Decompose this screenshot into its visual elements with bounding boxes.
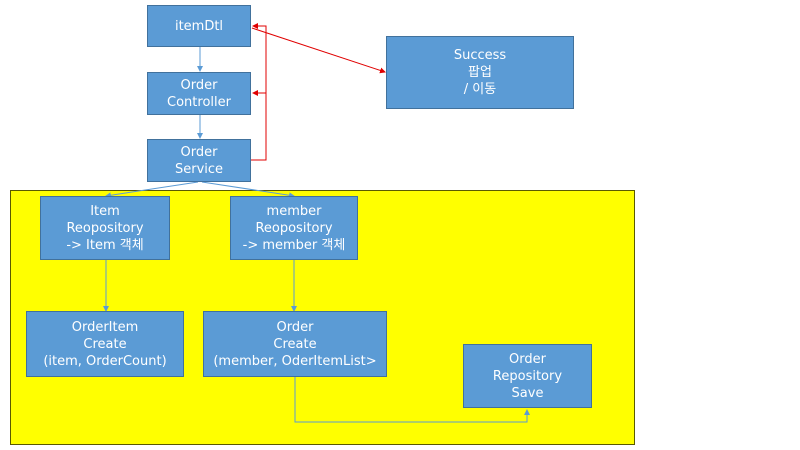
node-itemdtl: itemDtl (147, 5, 251, 47)
node-order-service-line-2: Service (174, 161, 224, 177)
node-member-repository-line-3: -> member 객체 (242, 237, 346, 253)
node-success-line-3: / 이동 (463, 82, 497, 97)
node-orderitem-create-line-1: OrderItem (71, 319, 139, 335)
node-order-repository-save-line-1: Order (509, 351, 546, 367)
node-item-repository: Item Reopository -> Item 객체 (40, 196, 170, 260)
node-order-service: Order Service (147, 139, 251, 182)
node-order-controller-line-1: Order (180, 77, 218, 93)
node-member-repository-line-2: Reopository (255, 220, 333, 236)
arrow-itemdtl-to-success (251, 27, 386, 74)
node-member-repository: member Reopository -> member 객체 (230, 196, 358, 260)
node-success-popup: Success 팝업 / 이동 (386, 36, 574, 109)
node-order-service-line-1: Order (180, 144, 218, 160)
node-item-repository-line-1: Item (90, 203, 120, 219)
node-order-repository-save-line-2: Repository (492, 368, 563, 384)
arrow-service-to-item-repository (105, 181, 199, 199)
node-success-line-2: 팝업 (468, 65, 492, 80)
node-itemdtl-line-1: itemDtl (174, 18, 224, 34)
node-order-create-line-3: (member, OderItemList> (213, 353, 377, 369)
node-order-create-line-1: Order (276, 319, 314, 335)
node-order-create: Order Create (member, OderItemList> (203, 311, 387, 377)
arrow-order-create-to-repository-save (294, 377, 530, 423)
node-order-controller-line-2: Controller (167, 94, 231, 110)
arrow-service-to-member-repository (201, 181, 295, 199)
node-orderitem-create: OrderItem Create (item, OrderCount) (26, 311, 184, 377)
node-order-repository-save-line-3: Save (511, 385, 544, 401)
node-order-create-line-2: Create (273, 336, 317, 352)
node-item-repository-line-2: Reopository (66, 220, 144, 236)
node-orderitem-create-line-2: Create (83, 336, 127, 352)
node-member-repository-line-1: member (266, 203, 322, 219)
node-item-repository-line-3: -> Item 객체 (66, 237, 144, 253)
node-success-line-1: Success (453, 48, 507, 63)
node-order-controller: Order Controller (147, 72, 251, 115)
node-order-repository-save: Order Repository Save (463, 344, 592, 408)
node-orderitem-create-line-3: (item, OrderCount) (43, 353, 167, 369)
